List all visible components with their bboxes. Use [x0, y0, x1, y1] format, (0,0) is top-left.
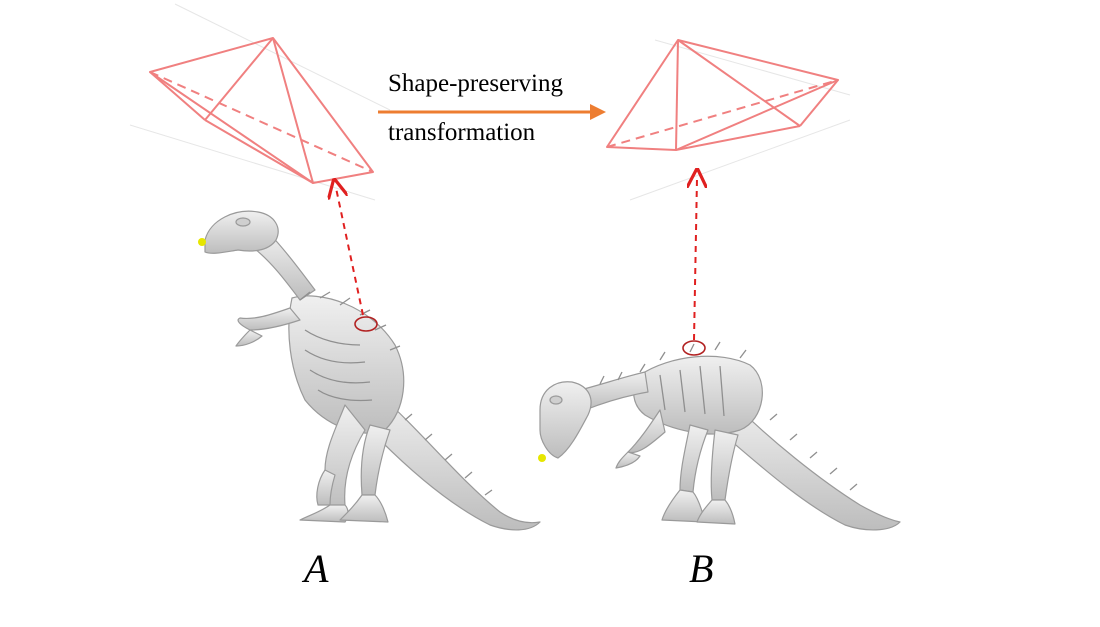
keypoint-b — [538, 454, 546, 462]
dashed-link-b — [694, 178, 697, 341]
keypoint-a — [198, 238, 206, 246]
transformation-label-line1: Shape-preserving — [388, 70, 563, 97]
model-b-label: B — [689, 546, 714, 591]
transformation-label-line2: transformation — [388, 119, 536, 146]
pyramid-a — [149, 37, 374, 184]
model-a-label: A — [304, 546, 329, 591]
marker-circle-a — [354, 316, 378, 332]
dinosaur-model-a — [204, 210, 541, 531]
dinosaur-model-b — [539, 341, 901, 531]
transformation-arrow — [378, 104, 606, 120]
plane-lines — [129, 3, 851, 201]
pyramid-b — [606, 39, 839, 151]
marker-circle-b — [682, 340, 706, 356]
dashed-link-a — [336, 188, 364, 316]
